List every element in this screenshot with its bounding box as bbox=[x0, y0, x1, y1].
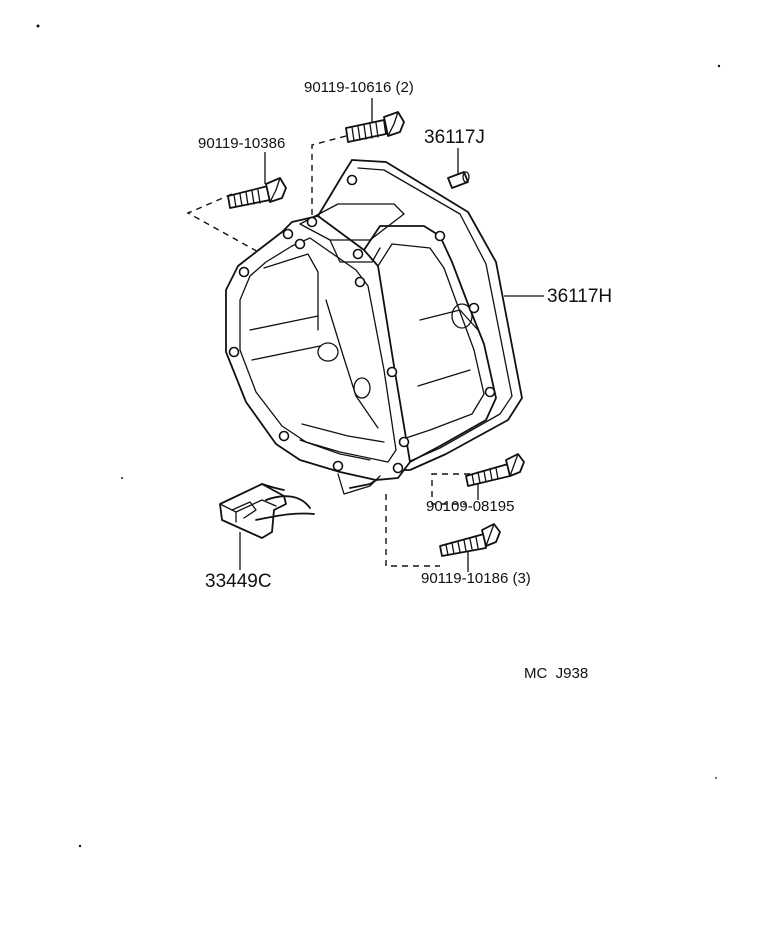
bolt-bottom bbox=[439, 523, 501, 557]
label-bolt-90109-08195: 90109-08195 bbox=[426, 498, 515, 515]
label-pin-36117j: 36117J bbox=[424, 127, 485, 148]
bolt-top bbox=[345, 111, 405, 143]
reference-code: MC J938 bbox=[524, 665, 589, 682]
label-bolt-90119-10386: 90119-10386 bbox=[198, 135, 286, 152]
leader-lines bbox=[239, 98, 544, 572]
label-clip-33449c: 33449C bbox=[205, 571, 272, 592]
adapter-housing bbox=[225, 159, 497, 495]
scan-specks bbox=[36, 24, 721, 848]
bolt-right bbox=[465, 453, 525, 487]
bolt-left bbox=[227, 177, 287, 209]
label-gasket-36117h: 36117H bbox=[547, 286, 613, 307]
label-bolt-90119-10616: 90119-10616 (2) bbox=[304, 79, 414, 96]
label-bolt-90119-10186: 90119-10186 (3) bbox=[421, 570, 531, 587]
alignment-dashed-lines bbox=[186, 135, 470, 567]
dowel-pin bbox=[447, 171, 470, 189]
clip-33449c bbox=[219, 483, 315, 539]
flange-bolt-holes bbox=[228, 174, 496, 474]
